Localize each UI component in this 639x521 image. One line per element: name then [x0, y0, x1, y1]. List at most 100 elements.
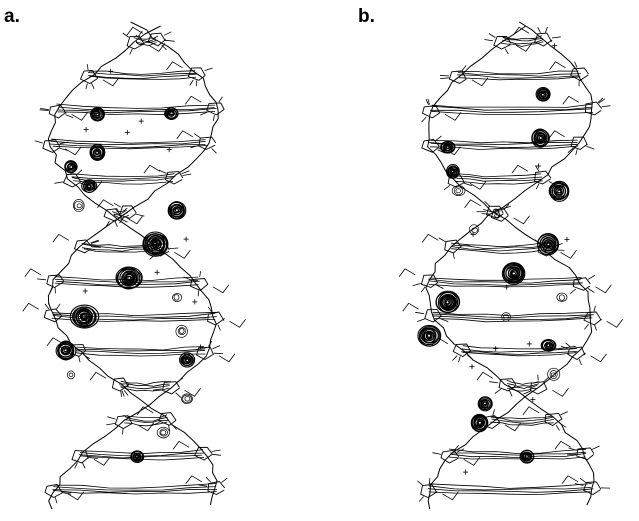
- phosphate-bond: [463, 457, 481, 466]
- sugar-bond: [494, 388, 502, 394]
- contour-line: [169, 111, 174, 116]
- sugar-bond: [484, 39, 494, 42]
- phosphate-bond: [522, 406, 540, 416]
- panel-b-stereo-view: [398, 21, 624, 510]
- base-pair-plane: [51, 138, 206, 144]
- base-pair-plane: [448, 456, 586, 460]
- base-pair-plane: [56, 103, 216, 109]
- sugar-bond: [601, 105, 611, 108]
- sugar-bond: [182, 173, 192, 176]
- contour-line: [67, 163, 74, 170]
- base-pair-plane: [502, 37, 543, 42]
- sugar-ring: [452, 343, 472, 357]
- contour-line: [122, 271, 136, 285]
- contour-line: [61, 347, 69, 354]
- sugar-bond: [65, 114, 74, 118]
- base-pair-plane: [500, 35, 543, 40]
- electron-density-contour: [81, 179, 98, 193]
- contour-line: [68, 372, 74, 378]
- base-pair-plane: [119, 383, 170, 387]
- contour-line: [182, 394, 192, 404]
- base-pair-plane: [76, 346, 205, 351]
- base-pair-plane: [54, 282, 199, 288]
- sugar-bond: [593, 305, 596, 312]
- base-pair-plane: [83, 244, 161, 250]
- contour-line: [93, 110, 101, 117]
- sugar-ring: [447, 173, 465, 188]
- contour-line: [550, 372, 557, 377]
- sugar-bond: [523, 390, 532, 395]
- sugar-ring: [42, 139, 61, 153]
- contour-line: [81, 314, 86, 319]
- contour-line: [179, 352, 196, 368]
- sugar-ring: [48, 104, 67, 119]
- sugar-bond: [88, 457, 98, 459]
- contour-line: [147, 236, 165, 252]
- base-pair-plane: [124, 419, 169, 423]
- contour-line: [539, 235, 557, 254]
- sugar-ring: [43, 308, 63, 323]
- contour-line: [546, 242, 551, 247]
- contour-line: [524, 454, 530, 459]
- sugar-ring: [567, 346, 586, 360]
- base-pair-plane: [507, 383, 540, 387]
- sugar-bond: [428, 478, 431, 485]
- electron-density-contour: [535, 86, 551, 102]
- sugar-ring: [71, 450, 90, 464]
- phosphate-bond: [471, 77, 489, 87]
- base-pair-plane: [502, 39, 543, 45]
- sugar-ring: [198, 136, 217, 150]
- base-pair-plane: [428, 278, 581, 284]
- sugar-bond: [217, 324, 221, 331]
- sugar-bond: [56, 303, 61, 310]
- phosphate-bond: [548, 130, 565, 140]
- base-pair-plane: [432, 315, 592, 320]
- contour-line: [443, 296, 454, 308]
- electron-density-contour: [440, 140, 456, 154]
- sugar-ring: [63, 173, 82, 188]
- sugar-bond: [579, 477, 587, 484]
- sugar-bond: [121, 390, 125, 397]
- contour-line: [117, 267, 141, 290]
- phosphate-bond: [137, 422, 155, 432]
- phosphate-bond: [185, 475, 203, 485]
- contour-line: [152, 241, 158, 246]
- contour-line: [55, 341, 77, 360]
- sugar-bond: [458, 356, 461, 363]
- base-pair-plane: [71, 176, 176, 180]
- sugar-bond: [200, 111, 208, 116]
- sugar-bond: [463, 182, 473, 187]
- electron-density-contour: [435, 290, 461, 313]
- electron-density-contour: [89, 143, 106, 161]
- base-pair-plane: [428, 491, 591, 496]
- sugar-ring: [583, 481, 602, 495]
- sugar-bond: [452, 252, 455, 259]
- contour-line: [547, 367, 561, 381]
- electron-density-contour: [548, 180, 570, 202]
- sugar-bond: [438, 237, 446, 243]
- sugar-bond: [153, 388, 162, 391]
- electron-density-contour: [156, 426, 170, 439]
- contour-line: [453, 186, 464, 196]
- contour-line: [173, 294, 180, 301]
- phosphate-bond: [148, 43, 166, 52]
- contour-line: [546, 343, 551, 348]
- contour-line: [95, 150, 100, 155]
- sugar-bond: [565, 342, 572, 348]
- contour-line: [510, 268, 519, 278]
- electron-density-contour: [175, 325, 188, 338]
- contour-line: [507, 267, 521, 279]
- sugar-bond: [211, 148, 217, 154]
- contour-line: [477, 419, 483, 427]
- sugar-ring: [498, 378, 517, 392]
- base-pair-plane: [455, 175, 543, 180]
- contour-line: [549, 370, 558, 379]
- sugar-bond: [483, 209, 492, 213]
- sugar-ring: [421, 139, 440, 153]
- phosphate-bond: [595, 284, 612, 294]
- base-pair-plane: [431, 110, 594, 115]
- contour-line: [445, 300, 450, 305]
- sugar-bond: [551, 36, 561, 39]
- base-pair-plane: [58, 106, 215, 112]
- electron-density-contour: [181, 393, 193, 405]
